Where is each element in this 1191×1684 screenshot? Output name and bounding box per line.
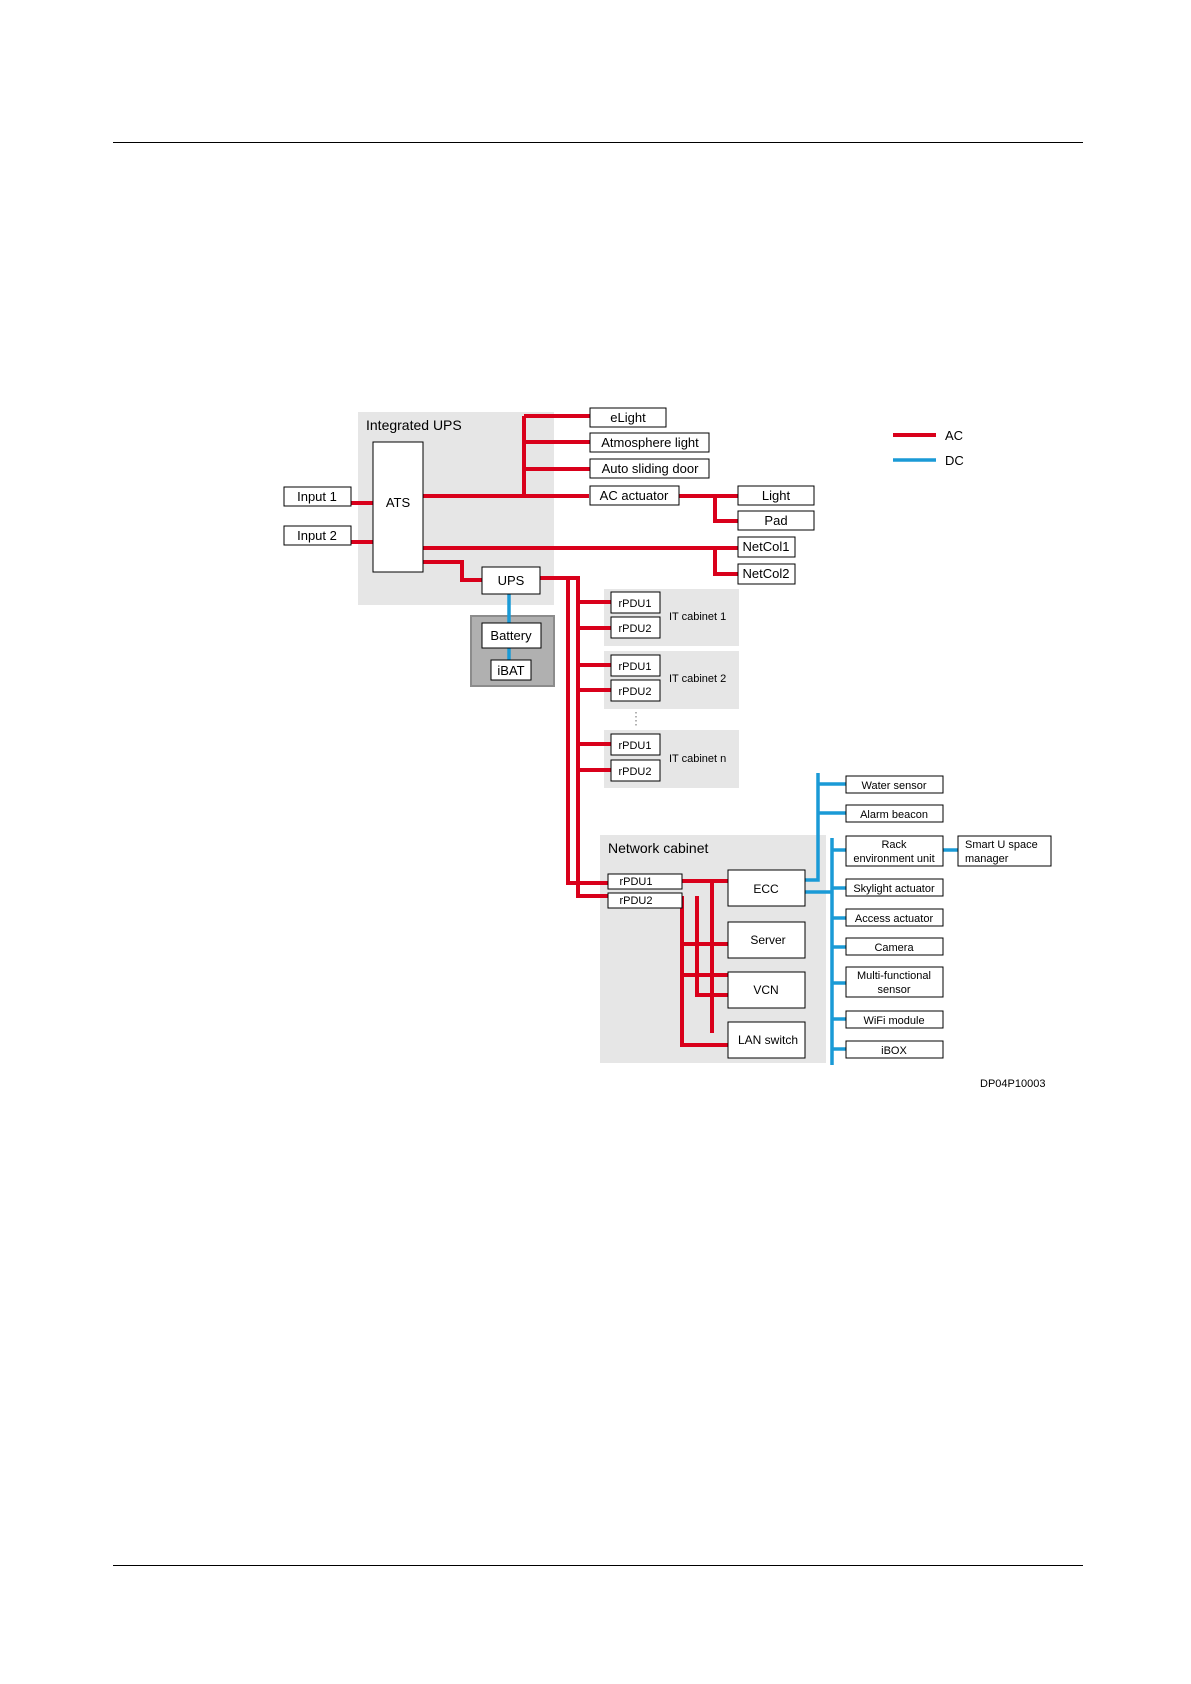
pad-box — [737, 510, 815, 531]
it-cabinet-2-label: IT cabinet 2 — [669, 673, 726, 685]
elight-box — [589, 407, 667, 428]
ac-actuator-box — [589, 485, 680, 506]
ups-label: UPS — [498, 573, 525, 588]
input-2-label: Input 2 — [297, 528, 337, 543]
camera-label: Camera — [874, 942, 914, 954]
rack-environment-unit-label-line2: environment unit — [853, 853, 934, 865]
net-rpdu2-box — [607, 892, 683, 909]
ecc-box — [727, 869, 806, 907]
legend-ac-label: AC — [945, 428, 963, 443]
light-box — [737, 485, 815, 506]
legend-dc-label: DC — [945, 453, 964, 468]
net-rpdu2-label: rPDU2 — [619, 895, 652, 907]
ats-label: ATS — [386, 495, 411, 510]
it1-rpdu2-box — [610, 616, 661, 639]
wifi-module-label: WiFi module — [863, 1015, 924, 1027]
it1-rpdu1-label: rPDU1 — [618, 598, 651, 610]
ats-box — [372, 441, 424, 573]
alarm-beacon-box — [845, 804, 944, 823]
input-1-label: Input 1 — [297, 489, 337, 504]
itn-rpdu2-label: rPDU2 — [618, 766, 651, 778]
it-cabinet-1-label: IT cabinet 1 — [669, 611, 726, 623]
ibox-label: iBOX — [881, 1045, 907, 1057]
pad-label: Pad — [764, 513, 787, 528]
battery-label: Battery — [490, 628, 532, 643]
it2-rpdu1-label: rPDU1 — [618, 661, 651, 673]
it1-rpdu1-box — [610, 591, 661, 614]
netcol2-box — [737, 563, 796, 585]
wifi-module-box — [845, 1010, 944, 1029]
rack-environment-unit-box — [845, 835, 944, 867]
atmosphere-light-box — [589, 432, 710, 453]
auto-sliding-door-box — [589, 458, 710, 479]
ibox-box — [845, 1040, 944, 1059]
server-label: Server — [750, 933, 785, 947]
atmosphere-light-label: Atmosphere light — [601, 435, 699, 450]
itn-rpdu1-box — [610, 733, 661, 756]
input-1-box — [283, 486, 352, 507]
rack-environment-unit-label-line1: Rack — [881, 839, 907, 851]
skylight-actuator-box — [845, 878, 944, 897]
footer-rule — [113, 1565, 1083, 1566]
water-sensor-box — [845, 775, 944, 794]
battery-box — [481, 622, 542, 649]
it-cabinet-n-label: IT cabinet n — [669, 753, 726, 765]
it2-rpdu1-box — [610, 654, 661, 677]
lan-switch-box — [727, 1021, 806, 1059]
dc-lines — [507, 594, 958, 1065]
netcol1-label: NetCol1 — [743, 539, 790, 554]
ibat-label: iBAT — [497, 663, 524, 678]
netcol2-label: NetCol2 — [743, 566, 790, 581]
access-actuator-box — [845, 908, 944, 927]
alarm-beacon-label: Alarm beacon — [860, 809, 928, 821]
smart-u-space-manager-box — [957, 835, 1052, 867]
multi-functional-sensor-label-line1: Multi-functional — [857, 970, 931, 982]
netcol1-box — [737, 536, 796, 558]
access-actuator-label: Access actuator — [855, 913, 934, 925]
vcn-box — [727, 971, 806, 1009]
auto-sliding-door-label: Auto sliding door — [602, 461, 700, 476]
vcn-label: VCN — [753, 983, 778, 997]
multi-functional-sensor-box — [845, 966, 944, 998]
ac-lines — [351, 414, 738, 1047]
net-rpdu1-box — [607, 873, 683, 890]
itn-rpdu1-label: rPDU1 — [618, 740, 651, 752]
legend: AC DC — [893, 428, 964, 468]
it2-rpdu2-label: rPDU2 — [618, 686, 651, 698]
ibat-box — [490, 659, 532, 681]
network-cabinet-label: Network cabinet — [608, 840, 708, 856]
header-rule — [113, 142, 1083, 143]
multi-functional-sensor-label-line2: sensor — [877, 984, 910, 996]
ac-actuator-label: AC actuator — [600, 488, 669, 503]
it1-rpdu2-label: rPDU2 — [618, 623, 651, 635]
smart-u-space-manager-label-line2: manager — [965, 853, 1009, 865]
camera-box — [845, 937, 944, 956]
figure-id: DP04P10003 — [980, 1078, 1045, 1090]
integrated-ups-label: Integrated UPS — [366, 417, 462, 433]
smart-u-space-manager-label-line1: Smart U space — [965, 839, 1038, 851]
water-sensor-label: Water sensor — [861, 780, 926, 792]
ups-box — [481, 566, 541, 595]
input-2-box — [283, 525, 352, 546]
lan-switch-label: LAN switch — [738, 1033, 798, 1047]
it2-rpdu2-box — [610, 679, 661, 702]
light-label: Light — [762, 488, 791, 503]
ecc-label: ECC — [753, 882, 779, 896]
itn-rpdu2-box — [610, 759, 661, 782]
skylight-actuator-label: Skylight actuator — [853, 883, 935, 895]
elight-label: eLight — [610, 410, 646, 425]
net-rpdu1-label: rPDU1 — [619, 876, 652, 888]
server-box — [727, 921, 806, 959]
